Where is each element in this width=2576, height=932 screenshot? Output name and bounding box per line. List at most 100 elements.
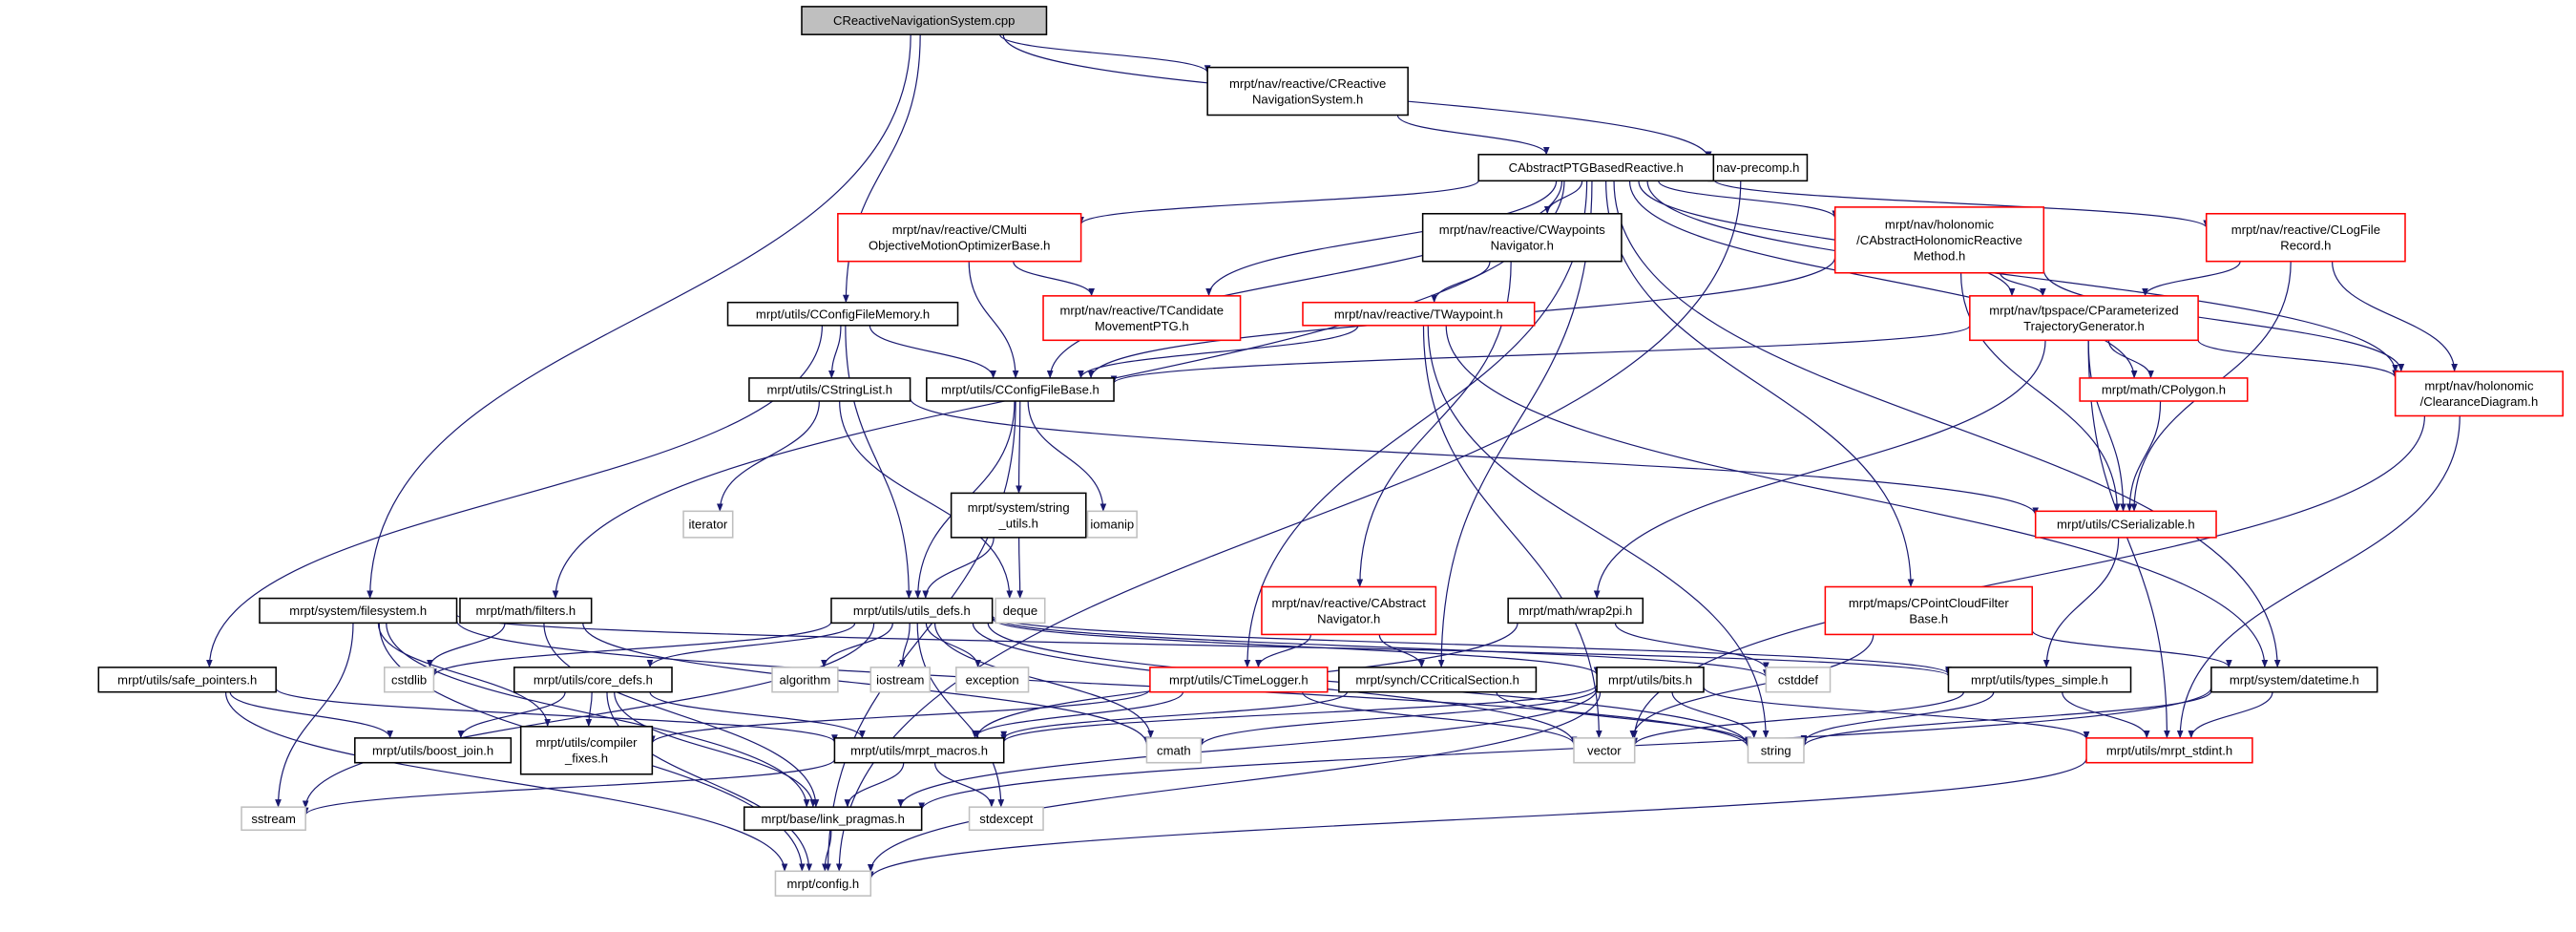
edge-linkp-to-config <box>821 830 832 872</box>
node-label: mrpt/nav/reactive/CLogFile <box>2231 222 2380 237</box>
node-navpre[interactable]: nav-precomp.h <box>1707 154 1809 182</box>
node-box <box>801 6 1048 35</box>
node-box[interactable] <box>2034 510 2217 539</box>
node-ccrit[interactable]: mrpt/synch/CCriticalSection.h <box>1338 667 1538 693</box>
node-strutils[interactable]: mrpt/system/string_utils.h <box>950 492 1087 539</box>
node-filters[interactable]: mrpt/math/filters.h <box>459 597 593 625</box>
node-box[interactable] <box>1833 206 2045 274</box>
node-twp[interactable]: mrpt/nav/reactive/TWaypoint.h <box>1302 301 1536 327</box>
edge-types-to-vector <box>1631 691 1965 747</box>
node-cfgbase[interactable]: mrpt/utils/CConfigFileBase.h <box>926 377 1115 402</box>
node-box[interactable] <box>459 597 593 625</box>
node-box[interactable] <box>726 301 959 327</box>
node-box[interactable] <box>1421 213 1623 263</box>
node-cholo[interactable]: mrpt/nav/holonomic/CAbstractHolonomicRea… <box>1833 206 2045 274</box>
node-clear[interactable]: mrpt/nav/holonomic/ClearanceDiagram.h <box>2394 371 2565 417</box>
node-box[interactable] <box>259 597 458 625</box>
node-macros[interactable]: mrpt/utils/mrpt_macros.h <box>833 737 1005 764</box>
node-label: mrpt/utils/CStringList.h <box>766 383 892 397</box>
node-tcand[interactable]: mrpt/nav/reactive/TCandidateMovementPTG.… <box>1042 295 1242 342</box>
node-box[interactable] <box>354 737 513 764</box>
node-box[interactable] <box>1947 667 2132 693</box>
node-label: mrpt/maps/CPointCloudFilter <box>1849 596 2010 610</box>
node-label: iostream <box>876 672 924 687</box>
node-vector: vector <box>1573 737 1636 764</box>
node-box[interactable] <box>950 492 1087 539</box>
node-boostj[interactable]: mrpt/utils/boost_join.h <box>354 737 513 764</box>
node-box[interactable] <box>1206 66 1409 116</box>
edge-fs-to-sstream <box>275 623 354 808</box>
node-box[interactable] <box>519 726 654 775</box>
edge-clog-to-cptg <box>2142 261 2241 297</box>
node-box[interactable] <box>1596 667 1705 693</box>
node-stdint[interactable]: mrpt/utils/mrpt_stdint.h <box>2085 737 2253 764</box>
edge-cptg-to-clear <box>2197 339 2398 378</box>
node-safep[interactable]: mrpt/utils/safe_pointers.h <box>97 667 277 693</box>
node-cser[interactable]: mrpt/utils/CSerializable.h <box>2034 510 2217 539</box>
node-label: mrpt/nav/reactive/TWaypoint.h <box>1334 307 1503 321</box>
edge-udefs-to-iostream <box>899 623 911 668</box>
edge-cstrl-to-cser <box>909 397 2039 516</box>
edge-datetime-to-stdint <box>2188 691 2273 739</box>
node-udefs[interactable]: mrpt/utils/utils_defs.h <box>830 597 994 625</box>
node-box[interactable] <box>2205 213 2406 263</box>
node-fs[interactable]: mrpt/system/filesystem.h <box>259 597 458 625</box>
node-coredefs[interactable]: mrpt/utils/core_defs.h <box>513 667 673 693</box>
edge-ctime-to-compfix <box>649 688 1151 744</box>
node-wrap2pi[interactable]: mrpt/math/wrap2pi.h <box>1507 597 1644 625</box>
node-box[interactable] <box>1338 667 1538 693</box>
node-cmulti[interactable]: mrpt/nav/reactive/CMultiObjectiveMotionO… <box>837 213 1082 263</box>
edge-udefs-to-cstddef <box>992 616 1770 678</box>
node-box[interactable] <box>2394 371 2565 417</box>
node-box[interactable] <box>833 737 1005 764</box>
edge-cptg-to-cfgbase <box>1110 325 1971 384</box>
node-box <box>995 597 1046 625</box>
node-cfgmem[interactable]: mrpt/utils/CConfigFileMemory.h <box>726 301 959 327</box>
node-box[interactable] <box>1302 301 1536 327</box>
node-box[interactable] <box>2079 377 2249 402</box>
node-label: mrpt/system/filesystem.h <box>289 604 427 618</box>
edge-bits-to-macros <box>1000 684 1598 743</box>
node-box[interactable] <box>97 667 277 693</box>
node-box[interactable] <box>1149 667 1329 693</box>
node-cptg[interactable]: mrpt/nav/tpspace/CParameterizedTrajector… <box>1969 295 2199 342</box>
node-box[interactable] <box>837 213 1082 263</box>
node-box <box>1573 737 1636 764</box>
node-box[interactable] <box>1824 585 2034 636</box>
edge-udefs-to-stdexcept <box>916 623 1005 808</box>
node-box[interactable] <box>513 667 673 693</box>
edge-cptg-to-cpoly <box>2107 340 2154 379</box>
edge-captg-to-cpcf <box>1604 180 1915 587</box>
node-label: cstddef <box>1778 672 1819 687</box>
node-captg[interactable]: CAbstractPTGBasedReactive.h <box>1477 154 1715 182</box>
edge-cfgmem-to-cfgbase <box>869 325 996 379</box>
node-crns[interactable]: mrpt/nav/reactive/CReactiveNavigationSys… <box>1206 66 1409 116</box>
node-datetime[interactable]: mrpt/system/datetime.h <box>2210 667 2378 693</box>
node-cstrl[interactable]: mrpt/utils/CStringList.h <box>748 377 911 402</box>
node-ctime[interactable]: mrpt/utils/CTimeLogger.h <box>1149 667 1329 693</box>
node-box[interactable] <box>830 597 994 625</box>
node-box[interactable] <box>2085 737 2253 764</box>
node-box[interactable] <box>1969 295 2199 342</box>
node-box[interactable] <box>1042 295 1242 342</box>
node-box[interactable] <box>1477 154 1715 182</box>
node-label: CAbstractPTGBasedReactive.h <box>1509 160 1684 175</box>
node-box[interactable] <box>926 377 1115 402</box>
node-box[interactable] <box>2210 667 2378 693</box>
node-box[interactable] <box>743 806 923 832</box>
node-box[interactable] <box>748 377 911 402</box>
node-box[interactable] <box>1261 585 1437 636</box>
node-box[interactable] <box>1507 597 1644 625</box>
edge-safep-to-boostj <box>229 691 393 739</box>
node-box[interactable] <box>1707 154 1809 182</box>
node-label: mrpt/utils/CTimeLogger.h <box>1169 672 1309 687</box>
node-types[interactable]: mrpt/utils/types_simple.h <box>1947 667 2132 693</box>
node-cpoly[interactable]: mrpt/math/CPolygon.h <box>2079 377 2249 402</box>
node-bits[interactable]: mrpt/utils/bits.h <box>1596 667 1705 693</box>
node-linkp[interactable]: mrpt/base/link_pragmas.h <box>743 806 923 832</box>
node-compfix[interactable]: mrpt/utils/compiler_fixes.h <box>519 726 654 775</box>
